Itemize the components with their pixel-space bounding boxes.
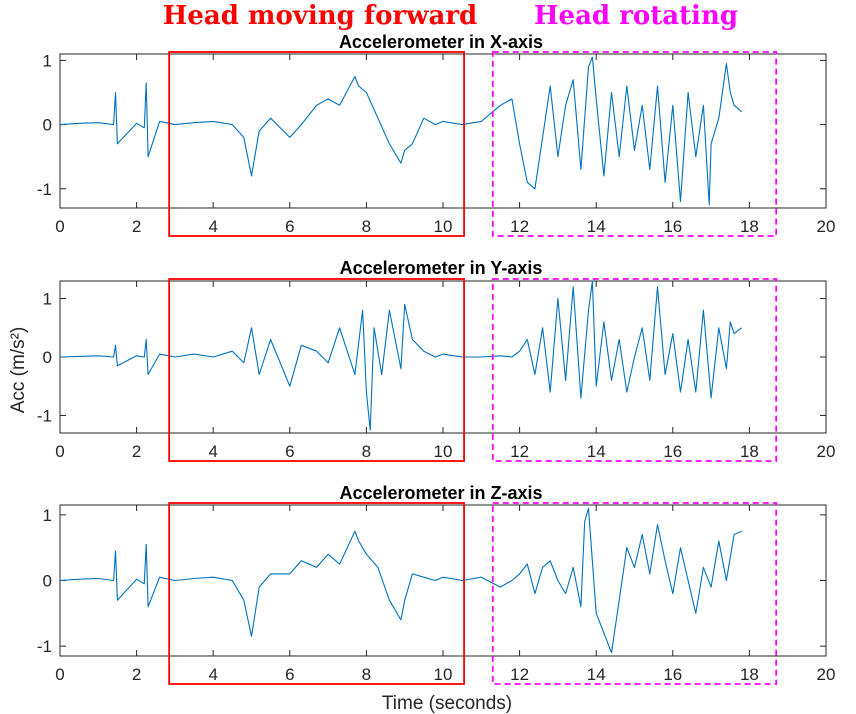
rotate-annotation-label: Head rotating [534, 1, 738, 31]
x-tick-label: 0 [55, 217, 64, 236]
x-tick-label: 0 [55, 442, 64, 461]
y-tick-label: 0 [43, 348, 52, 367]
x-tick-label: 8 [362, 217, 371, 236]
x-tick-label: 20 [817, 442, 836, 461]
forward-region-box [168, 51, 465, 237]
rotate-region-box [491, 502, 778, 685]
x-tick-label: 4 [208, 217, 217, 236]
x-tick-label: 12 [510, 442, 529, 461]
x-tick-label: 10 [434, 217, 453, 236]
x-tick-label: 14 [587, 442, 606, 461]
x-tick-label: 20 [817, 665, 836, 684]
rotate-region-box [491, 278, 778, 462]
x-tick-label: 6 [285, 442, 294, 461]
series-line [59, 280, 743, 431]
axes-box [59, 53, 827, 209]
x-tick-label: 12 [510, 665, 529, 684]
y-tick-label: 0 [43, 116, 52, 135]
x-tick-label: 18 [740, 442, 759, 461]
forward-region-box [168, 278, 465, 462]
x-tick-label: 12 [510, 217, 529, 236]
rotate-region-box [491, 51, 778, 237]
y-tick-label: 0 [43, 572, 52, 591]
x-tick-label: 2 [132, 442, 141, 461]
x-tick-label: 18 [740, 217, 759, 236]
series-line [59, 56, 743, 206]
x-tick-label: 20 [817, 217, 836, 236]
panel-title: Accelerometer in X-axis [339, 32, 543, 52]
x-tick-label: 8 [362, 442, 371, 461]
panel-title: Accelerometer in Z-axis [339, 483, 542, 503]
x-tick-label: 16 [663, 442, 682, 461]
y-tick-label: 1 [43, 290, 52, 309]
x-axis-label: Time (seconds) [382, 693, 512, 714]
panel-title: Accelerometer in Y-axis [340, 258, 543, 278]
x-tick-label: 4 [208, 442, 217, 461]
x-tick-label: 4 [208, 665, 217, 684]
x-tick-label: 14 [587, 665, 606, 684]
series-line [59, 507, 742, 654]
x-tick-label: 16 [663, 217, 682, 236]
forward-annotation-label: Head moving forward [163, 1, 478, 31]
x-tick-label: 18 [740, 665, 759, 684]
x-tick-label: 8 [362, 665, 371, 684]
y-tick-label: -1 [37, 637, 52, 656]
x-tick-label: 6 [285, 665, 294, 684]
y-tick-label: -1 [37, 180, 52, 199]
x-tick-label: 2 [132, 217, 141, 236]
y-axis-label: Acc (m/s²) [8, 327, 29, 414]
x-tick-label: 0 [55, 665, 64, 684]
x-tick-label: 6 [285, 217, 294, 236]
y-tick-label: 1 [43, 51, 52, 70]
x-tick-label: 16 [663, 665, 682, 684]
forward-region-box [168, 502, 465, 685]
x-tick-label: 2 [132, 665, 141, 684]
y-tick-label: -1 [37, 406, 52, 425]
x-tick-label: 10 [434, 442, 453, 461]
y-tick-label: 1 [43, 506, 52, 525]
x-tick-label: 10 [434, 665, 453, 684]
x-tick-label: 14 [587, 217, 606, 236]
